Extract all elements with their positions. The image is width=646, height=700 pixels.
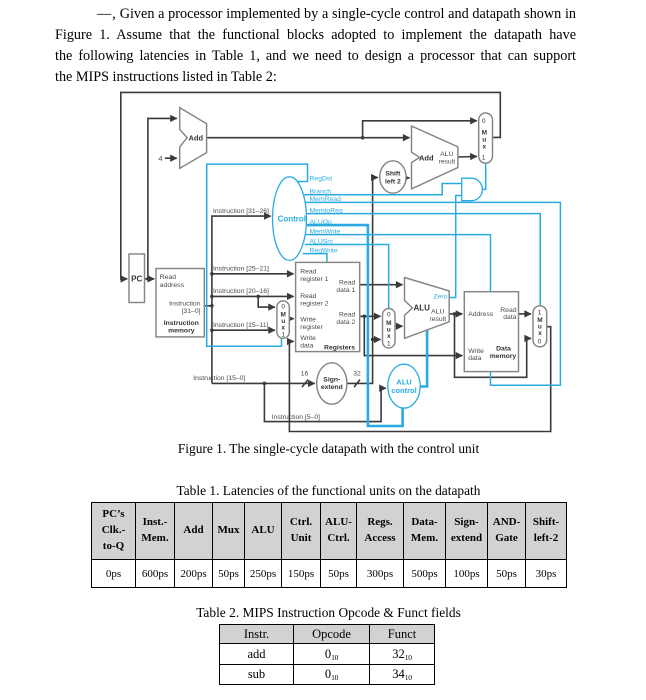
svg-text:ALU: ALU bbox=[440, 151, 453, 158]
svg-text:Data: Data bbox=[496, 345, 511, 352]
svg-text:1: 1 bbox=[482, 155, 486, 162]
svg-text:MemtoReg: MemtoReg bbox=[310, 207, 343, 214]
svg-text:Zero: Zero bbox=[433, 293, 447, 300]
svg-text:Registers: Registers bbox=[324, 344, 355, 351]
svg-text:Write: Write bbox=[300, 316, 316, 323]
svg-text:memory: memory bbox=[168, 327, 195, 334]
svg-text:ALU: ALU bbox=[414, 303, 431, 312]
svg-text:ALU: ALU bbox=[396, 377, 411, 386]
svg-text:Instruction: Instruction bbox=[164, 320, 199, 327]
svg-text:M: M bbox=[386, 320, 391, 327]
svg-text:ALU: ALU bbox=[431, 309, 444, 316]
svg-text:Instruction: Instruction bbox=[169, 301, 201, 308]
svg-text:register 2: register 2 bbox=[300, 300, 329, 307]
svg-text:MemRead: MemRead bbox=[310, 196, 342, 203]
svg-text:0: 0 bbox=[538, 338, 542, 345]
svg-text:0: 0 bbox=[482, 118, 486, 125]
svg-text:RegWrite: RegWrite bbox=[310, 247, 338, 254]
svg-text:data: data bbox=[468, 355, 481, 362]
svg-text:Address: Address bbox=[468, 311, 494, 318]
svg-text:Read: Read bbox=[300, 293, 316, 300]
svg-text:16: 16 bbox=[301, 371, 309, 378]
svg-text:data: data bbox=[503, 314, 516, 321]
svg-text:u: u bbox=[538, 323, 542, 330]
svg-text:Add: Add bbox=[189, 134, 204, 143]
svg-text:register: register bbox=[300, 324, 323, 331]
svg-text:address: address bbox=[160, 282, 185, 289]
svg-text:x: x bbox=[538, 330, 542, 337]
svg-text:u: u bbox=[387, 327, 391, 334]
svg-text:Instruction [31–26]: Instruction [31–26] bbox=[213, 208, 269, 215]
svg-text:Read: Read bbox=[339, 279, 355, 286]
svg-text:memory: memory bbox=[490, 353, 517, 360]
svg-text:Instruction [25–21]: Instruction [25–21] bbox=[213, 266, 269, 273]
svg-text:x: x bbox=[281, 325, 285, 332]
svg-text:M: M bbox=[280, 312, 285, 319]
svg-text:Read: Read bbox=[339, 312, 355, 319]
svg-text:Control: Control bbox=[278, 214, 306, 223]
svg-text:1: 1 bbox=[281, 332, 285, 339]
svg-text:u: u bbox=[281, 318, 285, 325]
svg-text:[31–0]: [31–0] bbox=[182, 308, 201, 315]
svg-text:result: result bbox=[429, 316, 446, 323]
svg-text:control: control bbox=[391, 386, 416, 395]
svg-text:register 1: register 1 bbox=[300, 276, 329, 283]
svg-text:Instruction [15–0]: Instruction [15–0] bbox=[193, 375, 245, 382]
svg-text:M: M bbox=[537, 317, 542, 324]
svg-text:Sign-: Sign- bbox=[323, 376, 340, 383]
svg-text:PC: PC bbox=[131, 275, 142, 284]
svg-text:Branch: Branch bbox=[310, 189, 332, 196]
svg-text:Add: Add bbox=[419, 153, 434, 162]
svg-text:0: 0 bbox=[387, 312, 391, 319]
svg-text:Instruction [20–16]: Instruction [20–16] bbox=[213, 288, 269, 295]
svg-text:Write: Write bbox=[468, 348, 484, 355]
svg-text:data 1: data 1 bbox=[336, 287, 355, 294]
svg-text:MemWrite: MemWrite bbox=[310, 228, 341, 235]
svg-text:data 2: data 2 bbox=[336, 319, 355, 326]
svg-text:RegDst: RegDst bbox=[310, 175, 333, 182]
svg-text:Read: Read bbox=[300, 269, 316, 276]
svg-text:Read: Read bbox=[500, 307, 516, 314]
svg-text:extend: extend bbox=[321, 384, 343, 391]
svg-text:data: data bbox=[300, 342, 313, 349]
svg-text:ALUOp: ALUOp bbox=[310, 219, 333, 226]
svg-text:Shift: Shift bbox=[385, 170, 401, 177]
svg-text:1: 1 bbox=[538, 310, 542, 317]
svg-text:0: 0 bbox=[281, 304, 285, 311]
svg-text:x: x bbox=[482, 144, 486, 151]
svg-text:left 2: left 2 bbox=[385, 178, 401, 185]
svg-text:u: u bbox=[482, 137, 486, 144]
svg-text:4: 4 bbox=[158, 154, 162, 163]
svg-text:32: 32 bbox=[353, 371, 361, 378]
svg-text:Instruction [5–0]: Instruction [5–0] bbox=[272, 414, 320, 421]
svg-text:ALUSrc: ALUSrc bbox=[310, 238, 334, 245]
svg-text:Read: Read bbox=[160, 274, 176, 281]
svg-text:Instruction [15–11]: Instruction [15–11] bbox=[213, 322, 269, 329]
svg-text:x: x bbox=[387, 333, 391, 340]
svg-text:1: 1 bbox=[387, 341, 391, 348]
svg-text:M: M bbox=[482, 130, 487, 137]
svg-text:result: result bbox=[438, 158, 455, 165]
svg-text:Write: Write bbox=[300, 335, 316, 342]
